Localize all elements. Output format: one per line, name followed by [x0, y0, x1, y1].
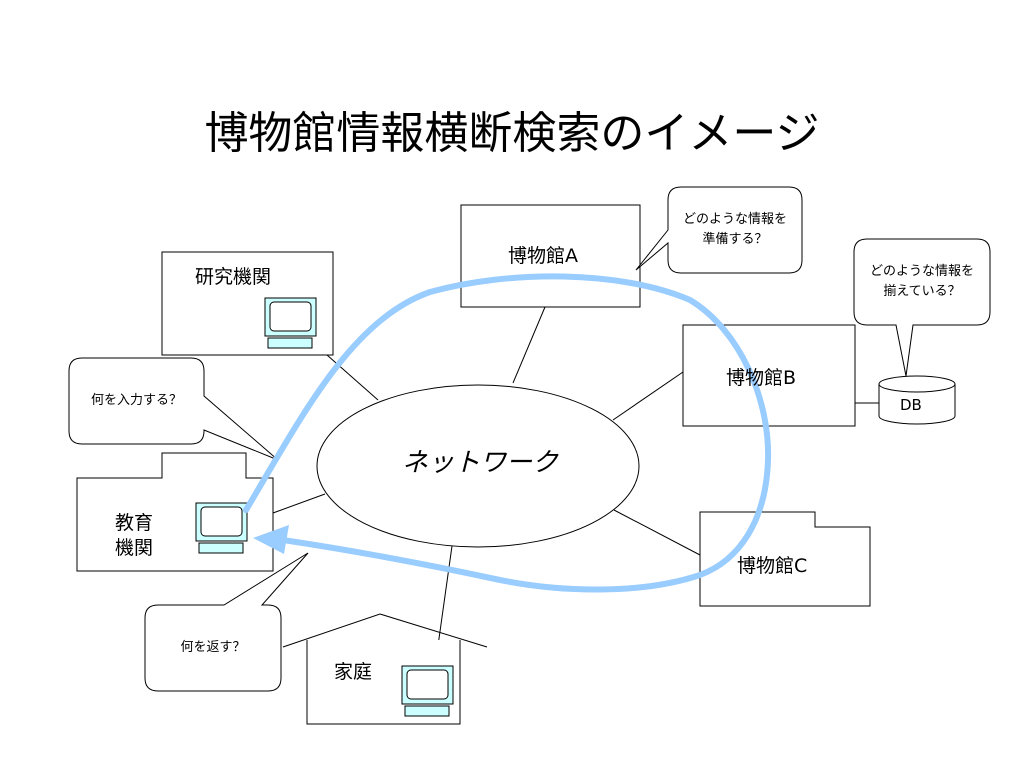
callout-museum-a-line2: 準備する？: [702, 232, 768, 247]
link-education: [272, 493, 326, 514]
education-label-line2: 機関: [115, 537, 154, 559]
museum-b-label: 博物館B: [726, 367, 797, 389]
flow-arrow-head-icon: [253, 525, 289, 554]
education-label-line1: 教育: [115, 512, 154, 534]
flow-arrow-path: [243, 273, 772, 593]
network-ellipse: [316, 384, 640, 548]
museum-a-label: 博物館A: [508, 245, 578, 267]
flow-arrow: [243, 273, 772, 593]
callout-output-text: 何を返す？: [180, 640, 246, 655]
home-computer-terminal-icon: [401, 665, 454, 717]
museum-c-folder: [699, 511, 871, 607]
callout-museum-a: [635, 186, 803, 274]
museum-c-label: 博物館C: [737, 555, 808, 577]
network-label: ネットワーク: [401, 448, 558, 478]
research-computer-terminal-icon: [264, 297, 317, 349]
database-cylinder-icon: [878, 375, 956, 425]
page-title: 博物館情報横断検索のイメージ: [204, 108, 820, 159]
home-label: 家庭: [334, 661, 373, 683]
home-roof: [282, 613, 488, 648]
callout-db-line2: 揃えている？: [883, 284, 961, 299]
callout-db: [853, 238, 991, 377]
research-label: 研究機関: [195, 266, 272, 288]
link-museum-c: [613, 509, 701, 556]
museum-b-box: [682, 324, 856, 427]
callout-output: [144, 552, 309, 692]
museum-a-box: [460, 204, 641, 308]
callout-input: [68, 357, 279, 461]
db-label: DB: [900, 396, 922, 414]
link-museum-a: [512, 306, 546, 384]
education-computer-terminal-icon: [195, 502, 248, 554]
link-research: [326, 354, 379, 401]
link-museum-b: [612, 371, 684, 421]
callout-museum-a-line1: どのような情報を: [682, 212, 787, 227]
callout-input-text: 何を入力する？: [90, 393, 182, 408]
callout-db-line1: どのような情報を: [869, 264, 974, 279]
